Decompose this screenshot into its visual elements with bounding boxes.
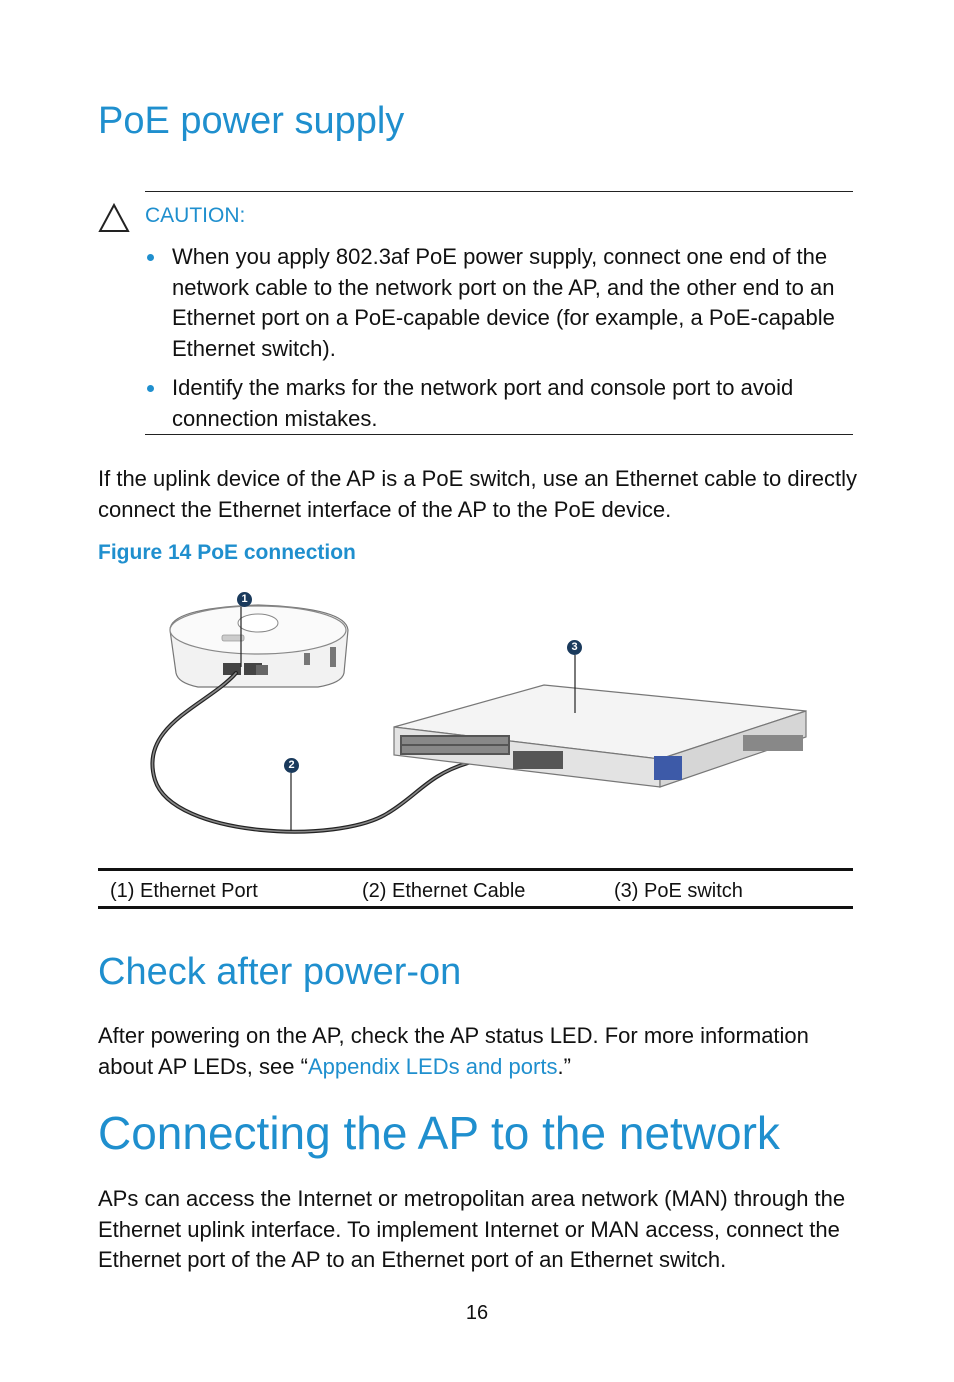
poe-paragraph: If the uplink device of the AP is a PoE … xyxy=(98,466,858,522)
access-point-image xyxy=(169,604,349,688)
page-number: 16 xyxy=(465,1302,489,1324)
section-title-poe-power-supply: PoE power supply xyxy=(98,100,405,142)
bullet-icon xyxy=(147,385,154,392)
legend-bottom-rule xyxy=(98,906,853,909)
appendix-link[interactable]: Appendix LEDs and ports xyxy=(307,1053,558,1079)
figure-title: Figure 14 PoE connection xyxy=(98,541,356,564)
callout-2: 2 xyxy=(284,758,299,773)
section-title-check-after-power-on: Check after power-on xyxy=(98,951,462,993)
legend-top-rule xyxy=(98,868,853,871)
connecting-paragraph: APs can access the Internet or metropoli… xyxy=(98,1186,846,1272)
legend-poe-switch: (3) PoE switch xyxy=(614,880,743,902)
power-on-text: After powering on the AP, check the AP s… xyxy=(98,1023,809,1079)
caution-bullet-1: When you apply 802.3af PoE power supply,… xyxy=(172,244,835,361)
legend-ethernet-cable: (2) Ethernet Cable xyxy=(362,880,526,902)
caution-bullet-2: Identify the marks for the network port … xyxy=(172,375,794,431)
power-on-text-end: .” xyxy=(557,1053,571,1079)
caution-top-rule xyxy=(145,191,853,192)
poe-connection-illustration xyxy=(150,604,807,834)
callout-1: 1 xyxy=(237,592,252,607)
caution-label: CAUTION: xyxy=(145,204,246,227)
caution-triangle-icon xyxy=(98,203,130,232)
caution-bottom-rule xyxy=(145,434,853,435)
callout-3: 3 xyxy=(567,640,582,655)
power-on-paragraph: After powering on the AP, check the AP s… xyxy=(98,1021,858,1082)
poe-switch-image xyxy=(393,684,807,788)
legend-ethernet-port: (1) Ethernet Port xyxy=(110,880,258,902)
section-title-connecting-ap: Connecting the AP to the network xyxy=(98,1107,780,1159)
bullet-icon xyxy=(147,254,154,261)
